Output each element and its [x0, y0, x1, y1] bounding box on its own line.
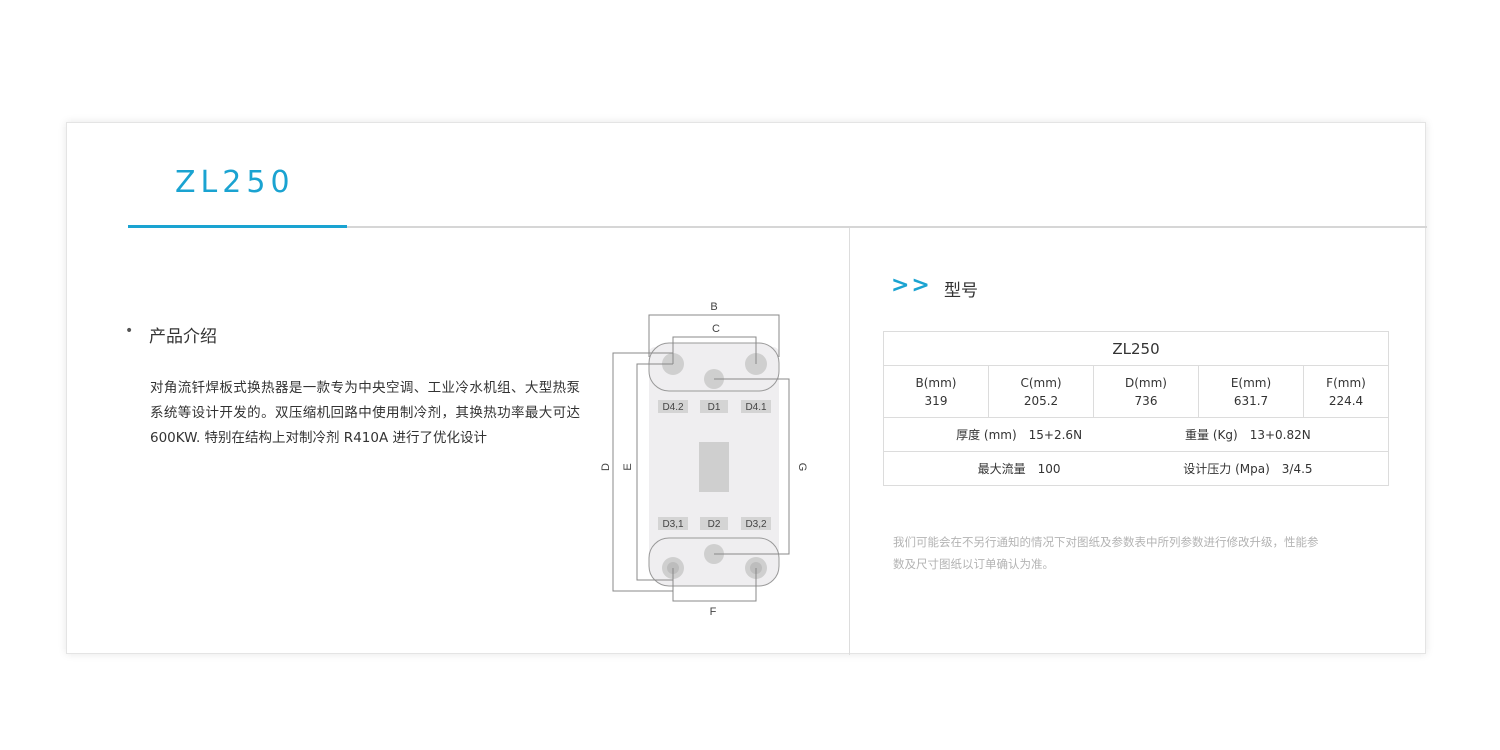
title-underline: [128, 226, 1427, 228]
dim-line-f: [672, 568, 757, 602]
dim-label-e: E: [622, 463, 634, 470]
port-label-d32: D3,2: [745, 519, 767, 530]
spec-dim-value: 224.4: [1328, 393, 1364, 408]
disclaimer-note: 我们可能会在不另行通知的情况下对图纸及参数表中所列参数进行修改升级，性能参数及尺…: [893, 535, 1319, 571]
dim-line-c: [672, 336, 757, 364]
dim-label-g: G: [796, 463, 808, 472]
port-label-d2: D2: [708, 519, 721, 530]
design-pressure-label: 设计压力 (Mpa): [1183, 462, 1270, 476]
max-flow-value: 100: [1037, 462, 1061, 476]
spec-thickness-weight-row: 厚度 (mm) 15+2.6N 重量 (Kg) 13+0.82N: [883, 417, 1389, 452]
thickness-label: 厚度 (mm): [956, 428, 1017, 442]
weight-value: 13+0.82N: [1249, 428, 1311, 442]
spec-dim-cell: B(mm) 319: [883, 365, 989, 418]
product-card: ZL250 • 产品介绍 对角流钎焊板式换热器是一款专为中央空调、工业冷水机组、…: [66, 122, 1427, 655]
spec-dim-value: 736: [1134, 393, 1158, 408]
port-label-d1: D1: [708, 402, 721, 413]
spec-dim-value: 319: [924, 393, 948, 408]
weight-label: 重量 (Kg): [1185, 428, 1238, 442]
dim-label-c: C: [712, 323, 720, 335]
spec-dim-value: 205.2: [1023, 393, 1059, 408]
spec-table: ZL250 B(mm) 319 C(mm) 205.2 D(mm) 736 E(…: [883, 331, 1389, 486]
intro-text: 对角流钎焊板式换热器是一款专为中央空调、工业冷水机组、大型热泵系统等设计开发的。…: [150, 380, 580, 446]
spec-dim-cell: C(mm) 205.2: [988, 365, 1094, 418]
dim-line-e: [636, 363, 673, 581]
intro-heading: 产品介绍: [149, 327, 217, 347]
dim-line-g: [714, 378, 790, 555]
dimension-diagram: D4.2 D1 D4.1 D3,1 D2 D3,2 B C D E G F: [600, 301, 808, 618]
spec-dim-cell: D(mm) 736: [1093, 365, 1199, 418]
dim-label-b: B: [710, 301, 717, 313]
spec-dim-value: 631.7: [1233, 393, 1269, 408]
center-window: [699, 442, 729, 492]
double-chevron-icon: >>: [891, 273, 932, 298]
port-label-d41: D4.1: [745, 402, 767, 413]
dim-label-d: D: [600, 463, 612, 471]
spec-dim-label: C(mm): [1020, 375, 1062, 390]
spec-flow-pressure-row: 最大流量 100 设计压力 (Mpa) 3/4.5: [883, 451, 1389, 486]
design-pressure-value: 3/4.5: [1281, 462, 1313, 476]
spec-dim-label: E(mm): [1230, 375, 1272, 390]
column-divider: [849, 228, 850, 655]
spec-dim-label: B(mm): [915, 375, 957, 390]
spec-dim-label: D(mm): [1125, 375, 1167, 390]
dim-line-b: [648, 314, 780, 357]
spec-dim-label: F(mm): [1326, 375, 1366, 390]
dim-label-f: F: [710, 606, 717, 618]
port-label-d31: D3,1: [662, 519, 684, 530]
thickness-value: 15+2.6N: [1028, 428, 1083, 442]
max-flow-label: 最大流量: [977, 462, 1026, 476]
title-underline-accent: [128, 225, 347, 228]
product-title: ZL250: [175, 165, 295, 200]
spec-model-cell: ZL250: [883, 331, 1389, 366]
spec-dim-cell: F(mm) 224.4: [1303, 365, 1389, 418]
bullet-icon: •: [125, 323, 134, 339]
spec-section-title: 型号: [944, 281, 978, 301]
spec-dim-cell: E(mm) 631.7: [1198, 365, 1304, 418]
port-label-d42: D4.2: [662, 402, 684, 413]
